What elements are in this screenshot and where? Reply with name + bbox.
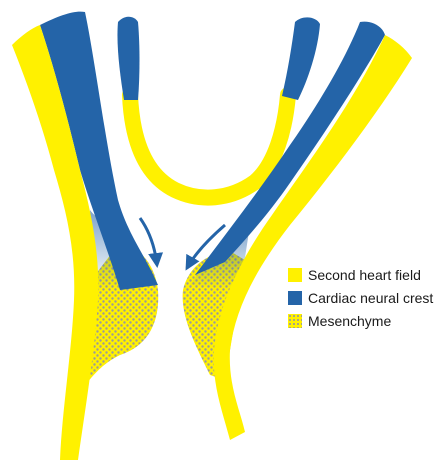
legend-item-mesenchyme: Mesenchyme — [288, 312, 438, 335]
middle-tube-blue-left — [117, 17, 139, 100]
mesenchyme-swatch — [288, 314, 302, 328]
legend-label: Mesenchyme — [308, 312, 391, 330]
legend-label: Second heart field — [308, 266, 421, 284]
cardiac-neural-crest-swatch — [288, 291, 302, 305]
legend: Second heart field Cardiac neural crest … — [288, 266, 438, 335]
legend-label: Cardiac neural crest — [308, 289, 433, 307]
legend-item-second-heart-field: Second heart field — [288, 266, 438, 289]
second-heart-field-swatch — [288, 268, 302, 282]
legend-item-cardiac-neural-crest: Cardiac neural crest — [288, 289, 438, 312]
middle-tube-blue-right — [282, 17, 320, 100]
